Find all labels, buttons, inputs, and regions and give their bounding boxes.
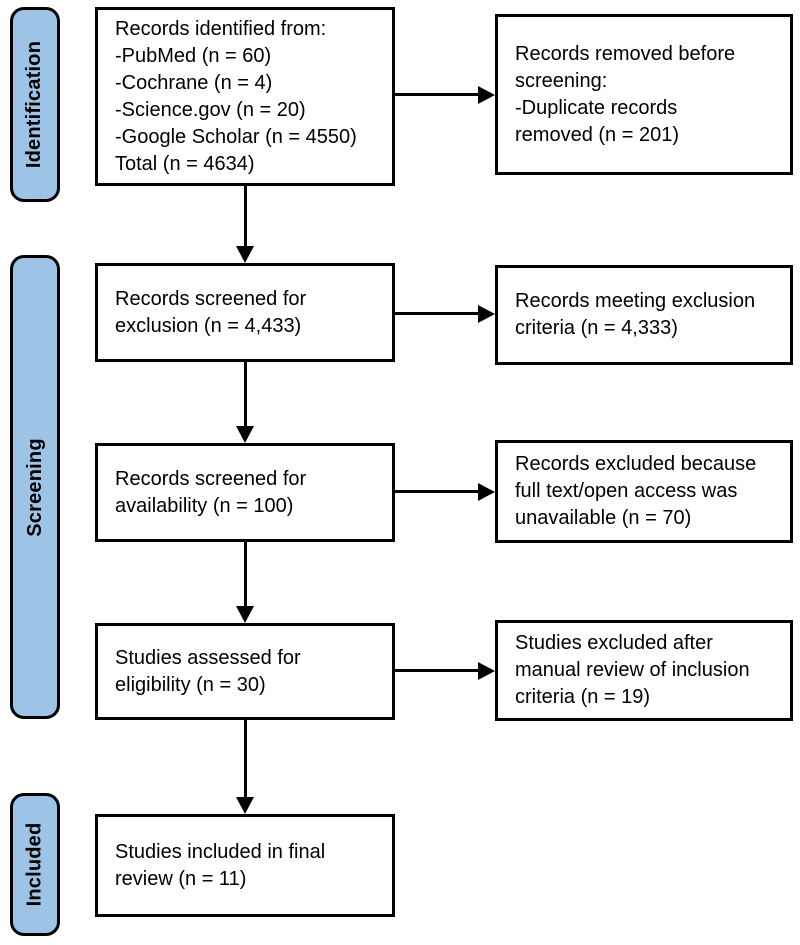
flow-box-text: Studies included in final review (n = 11… — [115, 840, 326, 890]
flow-box-studies-included-final-review: Studies included in final review (n = 11… — [95, 814, 395, 917]
flow-box-text: Studies assessed for eligibility (n = 30… — [115, 646, 301, 696]
flow-box-text: Records excluded because full text/open … — [515, 453, 757, 529]
arrow-availability-to-excluded-unavailable — [395, 482, 495, 501]
flow-box-records-removed-before-screening: Records removed before screening: -Dupli… — [495, 14, 793, 175]
flow-box-studies-excluded-manual-review: Studies excluded after manual review of … — [495, 620, 793, 721]
stage-bar-included: Included — [10, 793, 60, 936]
stage-bar-identification: Identification — [10, 7, 60, 202]
flow-box-text: Records screened for exclusion (n = 4,43… — [115, 287, 307, 337]
flow-box-text: Records meeting exclusion criteria (n = … — [515, 290, 756, 339]
arrow-screened-exclusion-to-availability — [236, 362, 254, 443]
flow-box-records-screened-availability: Records screened for availability (n = 1… — [95, 443, 395, 542]
flow-box-studies-assessed-eligibility: Studies assessed for eligibility (n = 30… — [95, 623, 395, 720]
stage-label-identification: Identification — [23, 40, 46, 169]
flow-box-text: Studies excluded after manual review of … — [515, 632, 750, 708]
flow-box-text: Records identified from: -PubMed (n = 60… — [115, 17, 357, 175]
arrow-screened-to-meeting-exclusion — [395, 304, 495, 323]
stage-label-included: Included — [23, 822, 46, 907]
flow-box-records-excluded-unavailable: Records excluded because full text/open … — [495, 440, 793, 543]
flow-box-records-meeting-exclusion-criteria: Records meeting exclusion criteria (n = … — [495, 265, 793, 365]
stage-label-screening: Screening — [23, 437, 46, 537]
arrow-identified-to-removed — [395, 85, 495, 104]
flow-box-records-identified: Records identified from: -PubMed (n = 60… — [95, 7, 395, 186]
arrow-availability-to-assessed — [236, 542, 254, 623]
arrow-assessed-to-included — [236, 720, 254, 814]
stage-bar-screening: Screening — [10, 255, 60, 719]
arrow-assessed-to-excluded-manual-review — [395, 661, 495, 680]
flow-box-records-screened-exclusion: Records screened for exclusion (n = 4,43… — [95, 263, 395, 362]
arrow-identified-to-screened-exclusion — [236, 186, 254, 263]
flow-box-text: Records removed before screening: -Dupli… — [515, 42, 736, 146]
flow-box-text: Records screened for availability (n = 1… — [115, 467, 307, 517]
